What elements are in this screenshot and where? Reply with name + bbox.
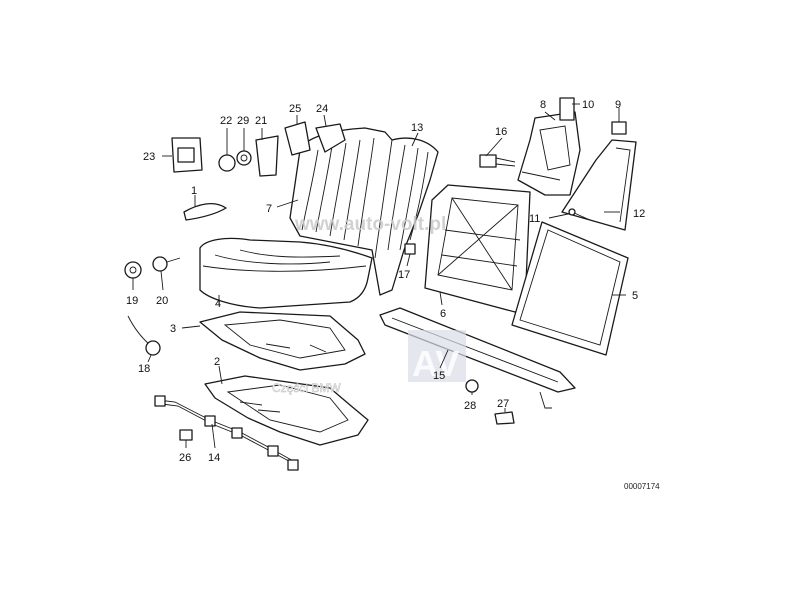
drawing-number: 00007174	[624, 482, 660, 491]
callout-12: 12	[633, 208, 645, 220]
grommet-20	[152, 256, 181, 272]
backrest-cushion	[289, 127, 439, 296]
callout-26: 26	[179, 452, 191, 464]
pad-27	[494, 411, 515, 425]
callout-28: 28	[464, 400, 476, 412]
callout-9: 9	[615, 99, 621, 111]
bolt	[479, 154, 516, 168]
callout-24: 24	[316, 103, 328, 115]
callout-20: 20	[156, 295, 168, 307]
cover-21	[255, 135, 279, 177]
callout-10: 10	[582, 99, 594, 111]
watermark-url: www.auto-volt.pl	[294, 214, 446, 235]
fastener-22	[218, 154, 236, 172]
callout-19: 19	[126, 295, 138, 307]
callout-18: 18	[138, 363, 150, 375]
callout-5: 5	[632, 290, 638, 302]
callout-4: 4	[215, 298, 221, 310]
callout-15: 15	[433, 370, 445, 382]
callout-13: 13	[411, 122, 423, 134]
lock-mechanism	[517, 97, 581, 196]
callout-23: 23	[143, 151, 155, 163]
callout-2: 2	[214, 356, 220, 368]
backrest-frame	[424, 184, 531, 313]
bracket-23	[171, 137, 203, 173]
callout-17: 17	[398, 269, 410, 281]
callouts: 1 2 3 4 5 6 7 8 9 10 11 12 13 14 15 16 1…	[126, 99, 645, 464]
seat-pan	[199, 311, 366, 371]
wire-frame	[154, 395, 299, 471]
screw-11	[568, 208, 591, 221]
callout-25: 25	[289, 103, 301, 115]
callout-7: 7	[266, 203, 272, 215]
fastener-29	[236, 150, 252, 166]
callout-14: 14	[208, 452, 220, 464]
plug-28	[465, 379, 479, 393]
callout-27: 27	[497, 398, 509, 410]
grommet-19	[124, 261, 142, 279]
nut-17	[404, 243, 416, 255]
callout-22: 22	[220, 115, 232, 127]
callout-8: 8	[540, 99, 546, 111]
bracket-24	[315, 123, 346, 153]
seat-cushion	[199, 237, 373, 309]
callout-16: 16	[495, 126, 507, 138]
backrest-panel	[511, 221, 629, 356]
bolt-9	[611, 121, 627, 135]
strap-1	[183, 202, 227, 221]
callout-1: 1	[191, 185, 197, 197]
leader-lines	[132, 103, 626, 449]
rail	[379, 307, 576, 409]
callout-21: 21	[255, 115, 267, 127]
clip-26	[179, 429, 193, 441]
watermark: www.auto-volt.pl AV Części BMW	[272, 214, 466, 395]
callout-29: 29	[237, 115, 249, 127]
callout-11: 11	[529, 213, 540, 225]
watermark-logo: AV	[412, 343, 459, 384]
cable-18	[127, 315, 161, 356]
watermark-caption: Części BMW	[272, 381, 341, 395]
callout-3: 3	[170, 323, 176, 335]
trim-panel	[561, 139, 637, 231]
seat-frame	[204, 375, 369, 446]
callout-6: 6	[440, 308, 446, 320]
clip-25	[284, 121, 311, 156]
